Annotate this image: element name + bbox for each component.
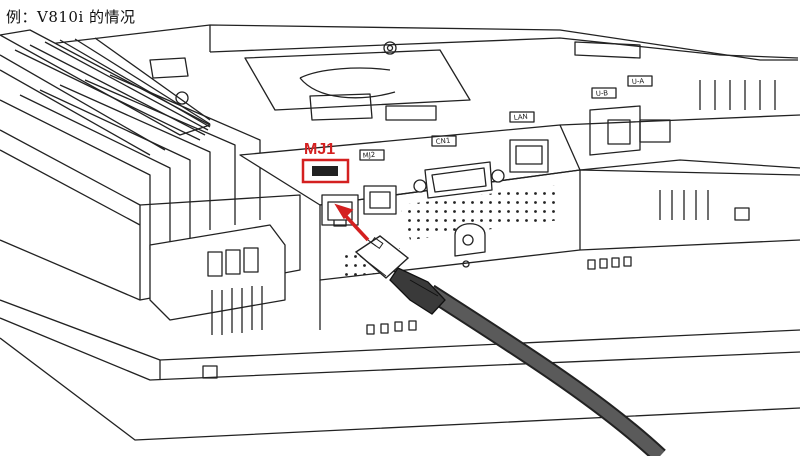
- housing-top-surface: [39, 24, 798, 61]
- top-access-cover: [244, 49, 471, 111]
- terminal-block: [149, 224, 286, 335]
- status-slots: [366, 256, 632, 335]
- screw-icon: [383, 41, 397, 55]
- port-label-cn1: CN1: [435, 137, 450, 146]
- dsub-connector-cn1: [413, 161, 505, 199]
- port-label-ua: U-A: [632, 77, 645, 86]
- front-bezel: [0, 299, 800, 361]
- screw-icon: [175, 91, 189, 105]
- port-label-mj2: MJ2: [362, 151, 375, 160]
- vent-fins-left: [0, 29, 261, 250]
- mounting-plate: [209, 37, 799, 59]
- mj1-label: MJ1: [304, 141, 335, 158]
- mj1-highlight-box: [301, 158, 350, 184]
- figure-caption: 例：V810i 的情况: [6, 8, 136, 26]
- rj45-port-mj2: [363, 185, 397, 215]
- side-vent-slots: [659, 80, 776, 220]
- ethernet-cable-icon: [354, 235, 666, 456]
- perforated-area: [400, 185, 560, 240]
- red-arrow-icon: [334, 203, 370, 242]
- port-label-lan: LAN: [513, 113, 528, 122]
- rj45-port-lan: [509, 139, 549, 173]
- port-label-ub: U-B: [596, 89, 609, 98]
